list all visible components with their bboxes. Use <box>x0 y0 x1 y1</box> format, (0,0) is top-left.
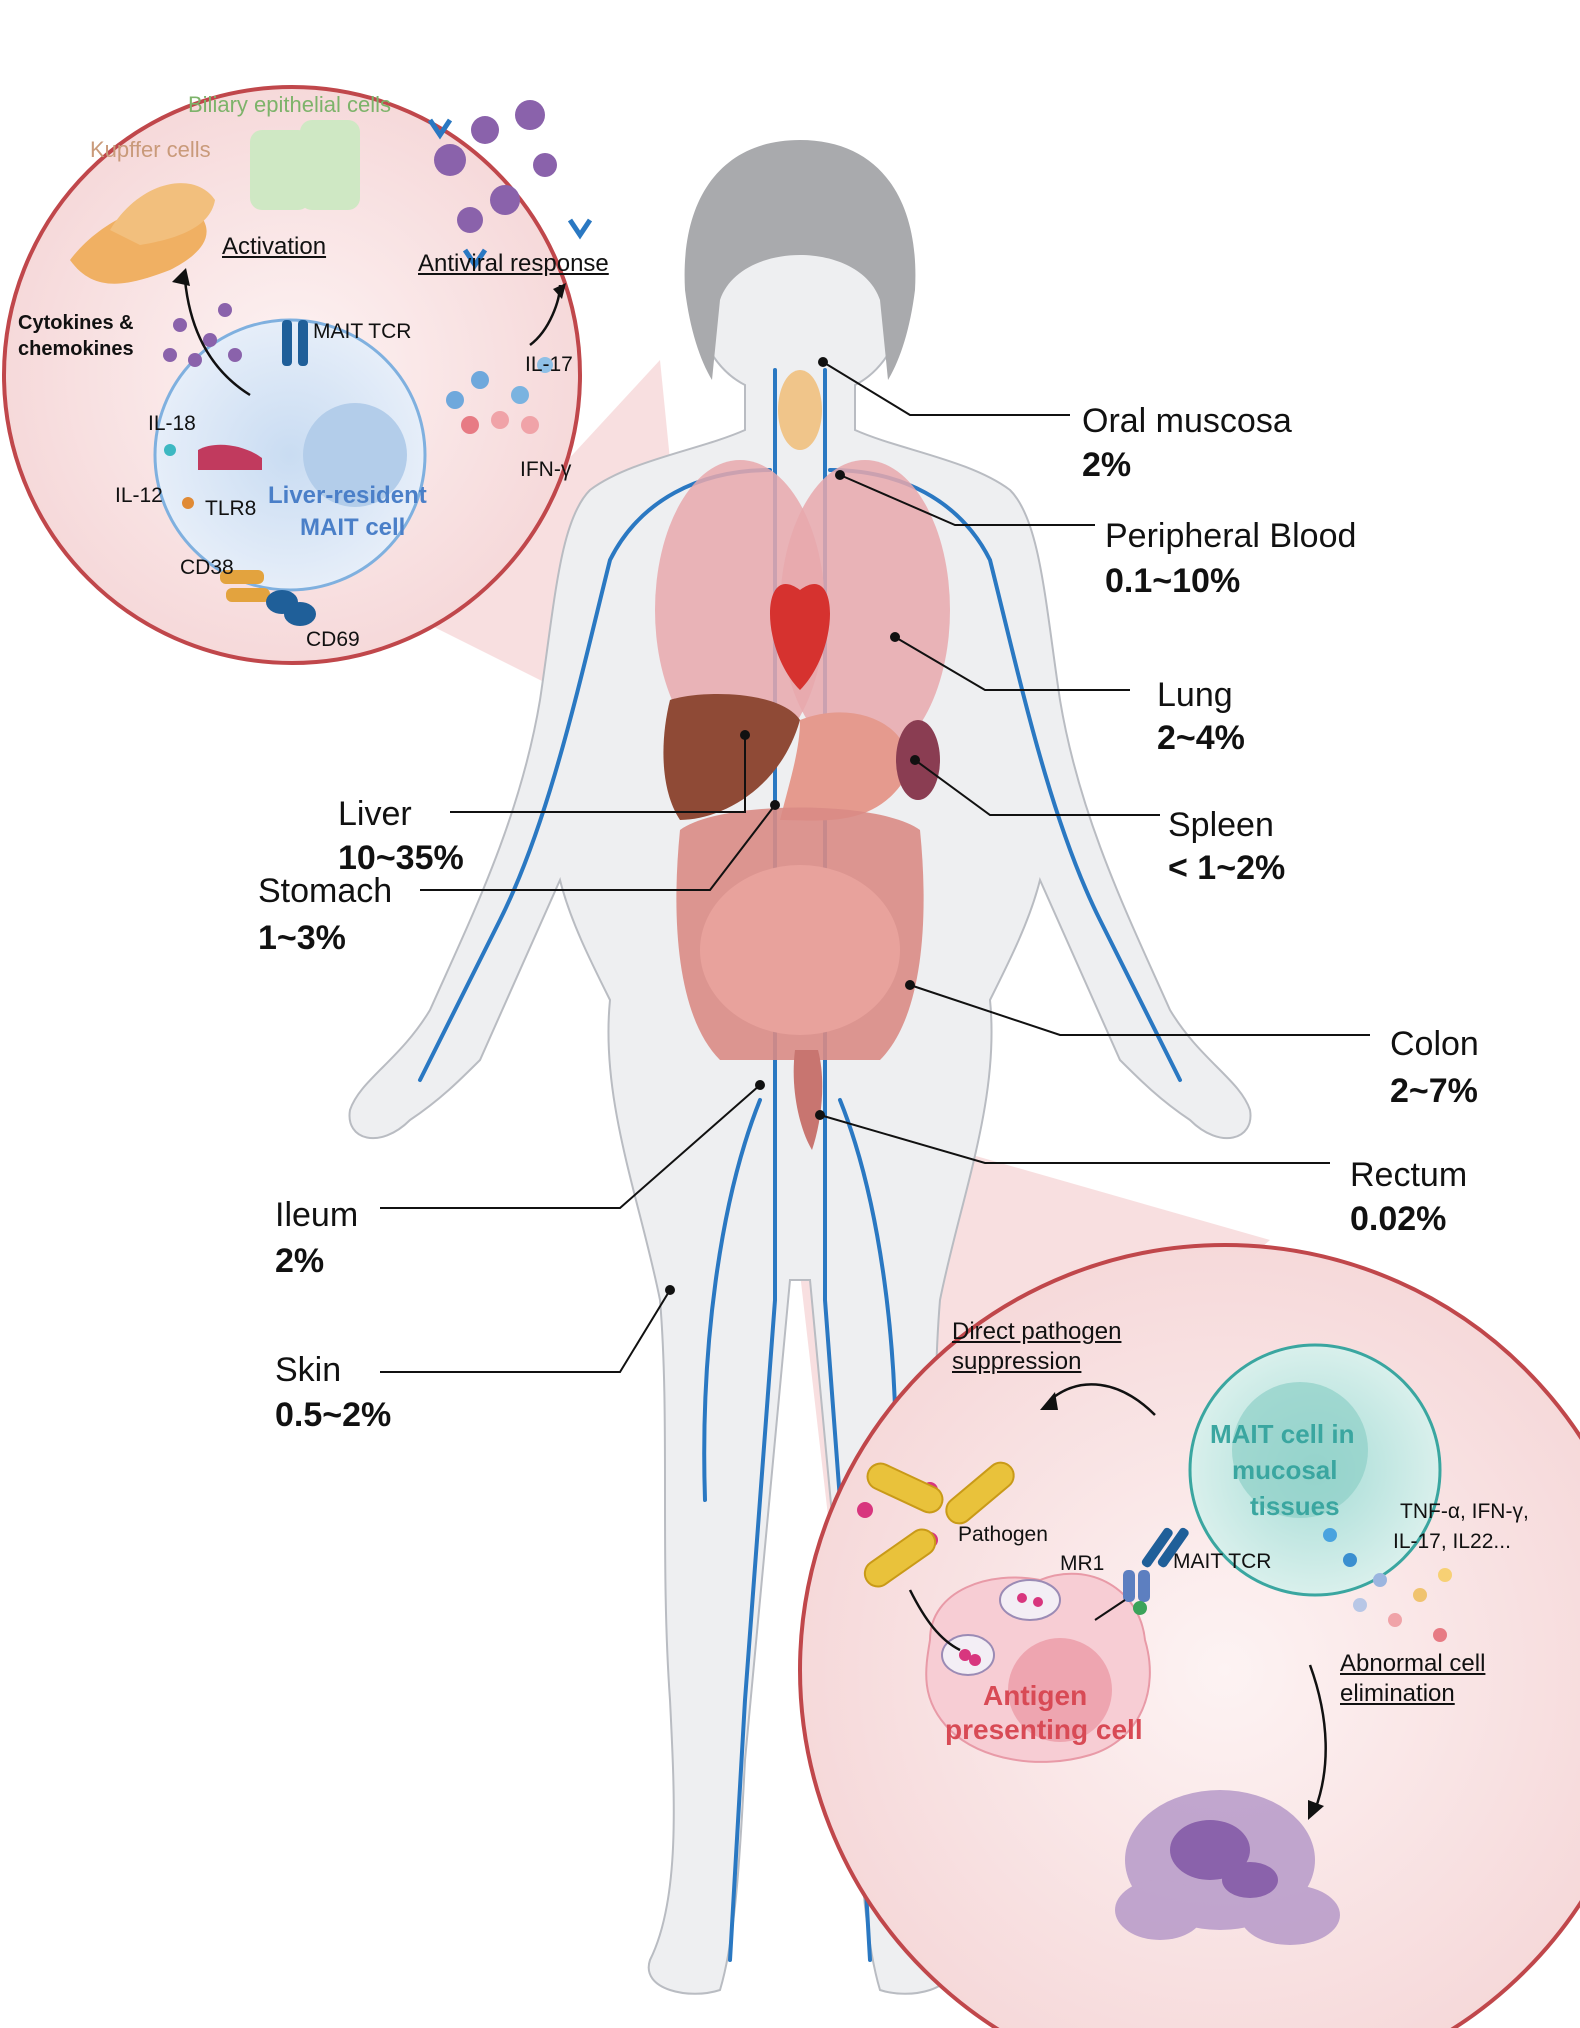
liver-inset-cytokines-1: Cytokines & <box>18 312 134 334</box>
percent-ileum: 2% <box>275 1242 325 1280</box>
liver-inset-activation: Activation <box>222 233 327 260</box>
label-skin: Skin <box>275 1351 342 1389</box>
liver-inset-antiviral: Antiviral response <box>418 250 609 277</box>
liver-mait-cell-label-2: MAIT cell <box>300 514 406 541</box>
label-colon: Colon <box>1390 1025 1479 1063</box>
apc-label-2: presenting cell <box>945 1714 1143 1745</box>
mucosal-inset-cytokines-2: IL-17, IL22... <box>1393 1530 1511 1553</box>
mucosal-inset-cytokines-1: TNF-α, IFN-γ, <box>1400 1500 1529 1523</box>
liver-inset-cd69: CD69 <box>306 628 360 651</box>
mucosal-inset-direct-2: suppression <box>952 1348 1082 1375</box>
percent-liver: 10~35% <box>338 839 464 877</box>
mucosal-inset-mr1: MR1 <box>1060 1552 1105 1575</box>
mucosal-inset-art <box>857 1343 1452 1945</box>
mucosal-inset-pathogen: Pathogen <box>958 1523 1048 1546</box>
percent-lung: 2~4% <box>1157 719 1245 757</box>
liver-inset-il12: IL-12 <box>115 484 163 507</box>
label-spleen: Spleen <box>1168 806 1274 844</box>
percent-stomach: 1~3% <box>258 919 346 957</box>
label-lung: Lung <box>1157 676 1233 714</box>
liver-inset-ifng: IFN-γ <box>520 458 572 481</box>
percent-oral-mucosa: 2% <box>1082 446 1132 484</box>
label-stomach: Stomach <box>258 872 393 910</box>
mucosal-mait-cell-label-1: MAIT cell in <box>1210 1419 1355 1449</box>
label-rectum: Rectum <box>1350 1156 1468 1194</box>
leader-dots <box>665 357 920 1295</box>
liver-inset-cd38: CD38 <box>180 556 234 579</box>
mucosal-mait-cell-label-2: mucosal <box>1232 1455 1338 1485</box>
liver-inset-kupffer: Kupffer cells <box>90 137 211 162</box>
liver-inset-il18: IL-18 <box>148 412 196 435</box>
mucosal-inset-direct-1: Direct pathogen <box>952 1318 1122 1345</box>
label-liver: Liver <box>338 795 412 833</box>
label-ileum: Ileum <box>275 1196 359 1234</box>
percent-peripheral-blood: 0.1~10% <box>1105 562 1241 600</box>
leader-lines <box>380 361 1370 1373</box>
mucosal-inset-mait-tcr: MAIT TCR <box>1173 1550 1272 1573</box>
label-oral-mucosa: Oral muscosa <box>1082 402 1292 440</box>
percent-colon: 2~7% <box>1390 1072 1478 1110</box>
organs <box>655 370 950 1150</box>
liver-inset-art <box>70 100 593 626</box>
liver-inset-il17: IL-17 <box>525 353 573 376</box>
percent-skin: 0.5~2% <box>275 1396 392 1434</box>
percent-spleen: < 1~2% <box>1168 849 1286 887</box>
mucosal-mait-cell-label-3: tissues <box>1250 1491 1340 1521</box>
liver-inset-tlr8: TLR8 <box>205 497 257 520</box>
mucosal-inset-abnormal-1: Abnormal cell <box>1340 1650 1486 1677</box>
label-peripheral-blood: Peripheral Blood <box>1105 517 1357 555</box>
liver-mait-cell-label-1: Liver-resident <box>268 482 427 509</box>
apc-label-1: Antigen <box>983 1680 1088 1711</box>
hair <box>684 140 916 380</box>
percent-rectum: 0.02% <box>1350 1200 1447 1238</box>
liver-inset-biliary: Biliary epithelial cells <box>188 92 391 117</box>
liver-inset-mait-tcr: MAIT TCR <box>313 320 412 343</box>
liver-inset-cytokines-2: chemokines <box>18 338 134 360</box>
mucosal-inset-abnormal-2: elimination <box>1340 1680 1455 1707</box>
